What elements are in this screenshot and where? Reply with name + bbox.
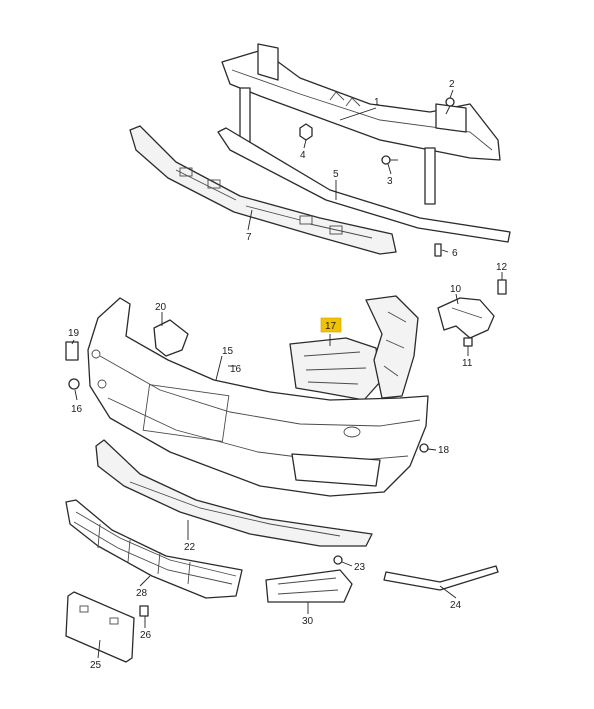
callout-15: 15 <box>222 346 234 357</box>
callout-30: 30 <box>302 616 314 627</box>
part-bracket-left <box>153 319 189 357</box>
screw-icon <box>381 155 398 165</box>
part-rail-strip <box>217 127 511 243</box>
svg-text:10: 10 <box>450 284 462 295</box>
callout-23: 23 <box>354 562 366 573</box>
part-plate-holder <box>65 591 135 663</box>
svg-text:5: 5 <box>333 169 339 180</box>
part-trim-strip <box>383 565 499 591</box>
svg-text:16: 16 <box>230 364 242 375</box>
svg-text:15: 15 <box>222 346 234 357</box>
callout-7: 7 <box>246 232 252 243</box>
svg-text:16: 16 <box>71 404 83 415</box>
callout-11: 11 <box>462 358 473 369</box>
screw-icon <box>419 443 429 453</box>
part-cover-plate <box>265 569 353 603</box>
svg-text:3: 3 <box>387 176 393 187</box>
part-guide-profile-17 <box>289 295 419 401</box>
svg-text:30: 30 <box>302 616 314 627</box>
callout-18: 18 <box>438 445 450 456</box>
svg-text:24: 24 <box>450 600 462 611</box>
svg-text:6: 6 <box>452 248 458 259</box>
callout-17-highlighted: 17 <box>320 317 342 333</box>
callout-24: 24 <box>450 600 462 611</box>
part-lower-grille <box>65 499 243 599</box>
callout-5: 5 <box>333 169 339 180</box>
part-bumper-carrier <box>221 43 501 205</box>
svg-text:28: 28 <box>136 588 148 599</box>
svg-text:19: 19 <box>68 328 80 339</box>
clip-icon <box>434 243 442 257</box>
callout-4: 4 <box>300 150 306 161</box>
part-lower-spoiler <box>95 439 373 547</box>
clip-icon <box>139 605 149 617</box>
callout-22: 22 <box>184 542 196 553</box>
svg-text:17: 17 <box>325 321 337 332</box>
callout-1: 1 <box>374 97 380 108</box>
svg-text:23: 23 <box>354 562 366 573</box>
part-bumper-cover <box>87 297 429 497</box>
callout-16-left: 16 <box>71 404 83 415</box>
callout-26: 26 <box>140 630 152 641</box>
callout-20: 20 <box>155 302 167 313</box>
callout-12: 12 <box>496 262 508 273</box>
callout-28: 28 <box>136 588 148 599</box>
part-sensor-holder-left <box>65 341 80 390</box>
svg-text:2: 2 <box>449 79 455 90</box>
svg-text:1: 1 <box>374 97 380 108</box>
svg-text:4: 4 <box>300 150 306 161</box>
svg-text:22: 22 <box>184 542 196 553</box>
callout-6: 6 <box>452 248 458 259</box>
leader-lines <box>71 89 503 659</box>
svg-text:11: 11 <box>462 358 473 369</box>
svg-text:25: 25 <box>90 660 102 671</box>
svg-text:12: 12 <box>496 262 508 273</box>
svg-text:18: 18 <box>438 445 450 456</box>
screw-icon <box>333 555 343 565</box>
callout-10: 10 <box>450 284 462 295</box>
nut-icon <box>299 123 313 141</box>
callout-25: 25 <box>90 660 102 671</box>
callout-16-right: 16 <box>230 364 242 375</box>
svg-text:7: 7 <box>246 232 252 243</box>
part-energy-absorber <box>129 125 397 255</box>
part-side-bracket-right <box>437 279 507 347</box>
callout-2: 2 <box>449 79 455 90</box>
callout-19: 19 <box>68 328 80 339</box>
callout-3: 3 <box>387 176 393 187</box>
svg-text:26: 26 <box>140 630 152 641</box>
svg-text:20: 20 <box>155 302 167 313</box>
